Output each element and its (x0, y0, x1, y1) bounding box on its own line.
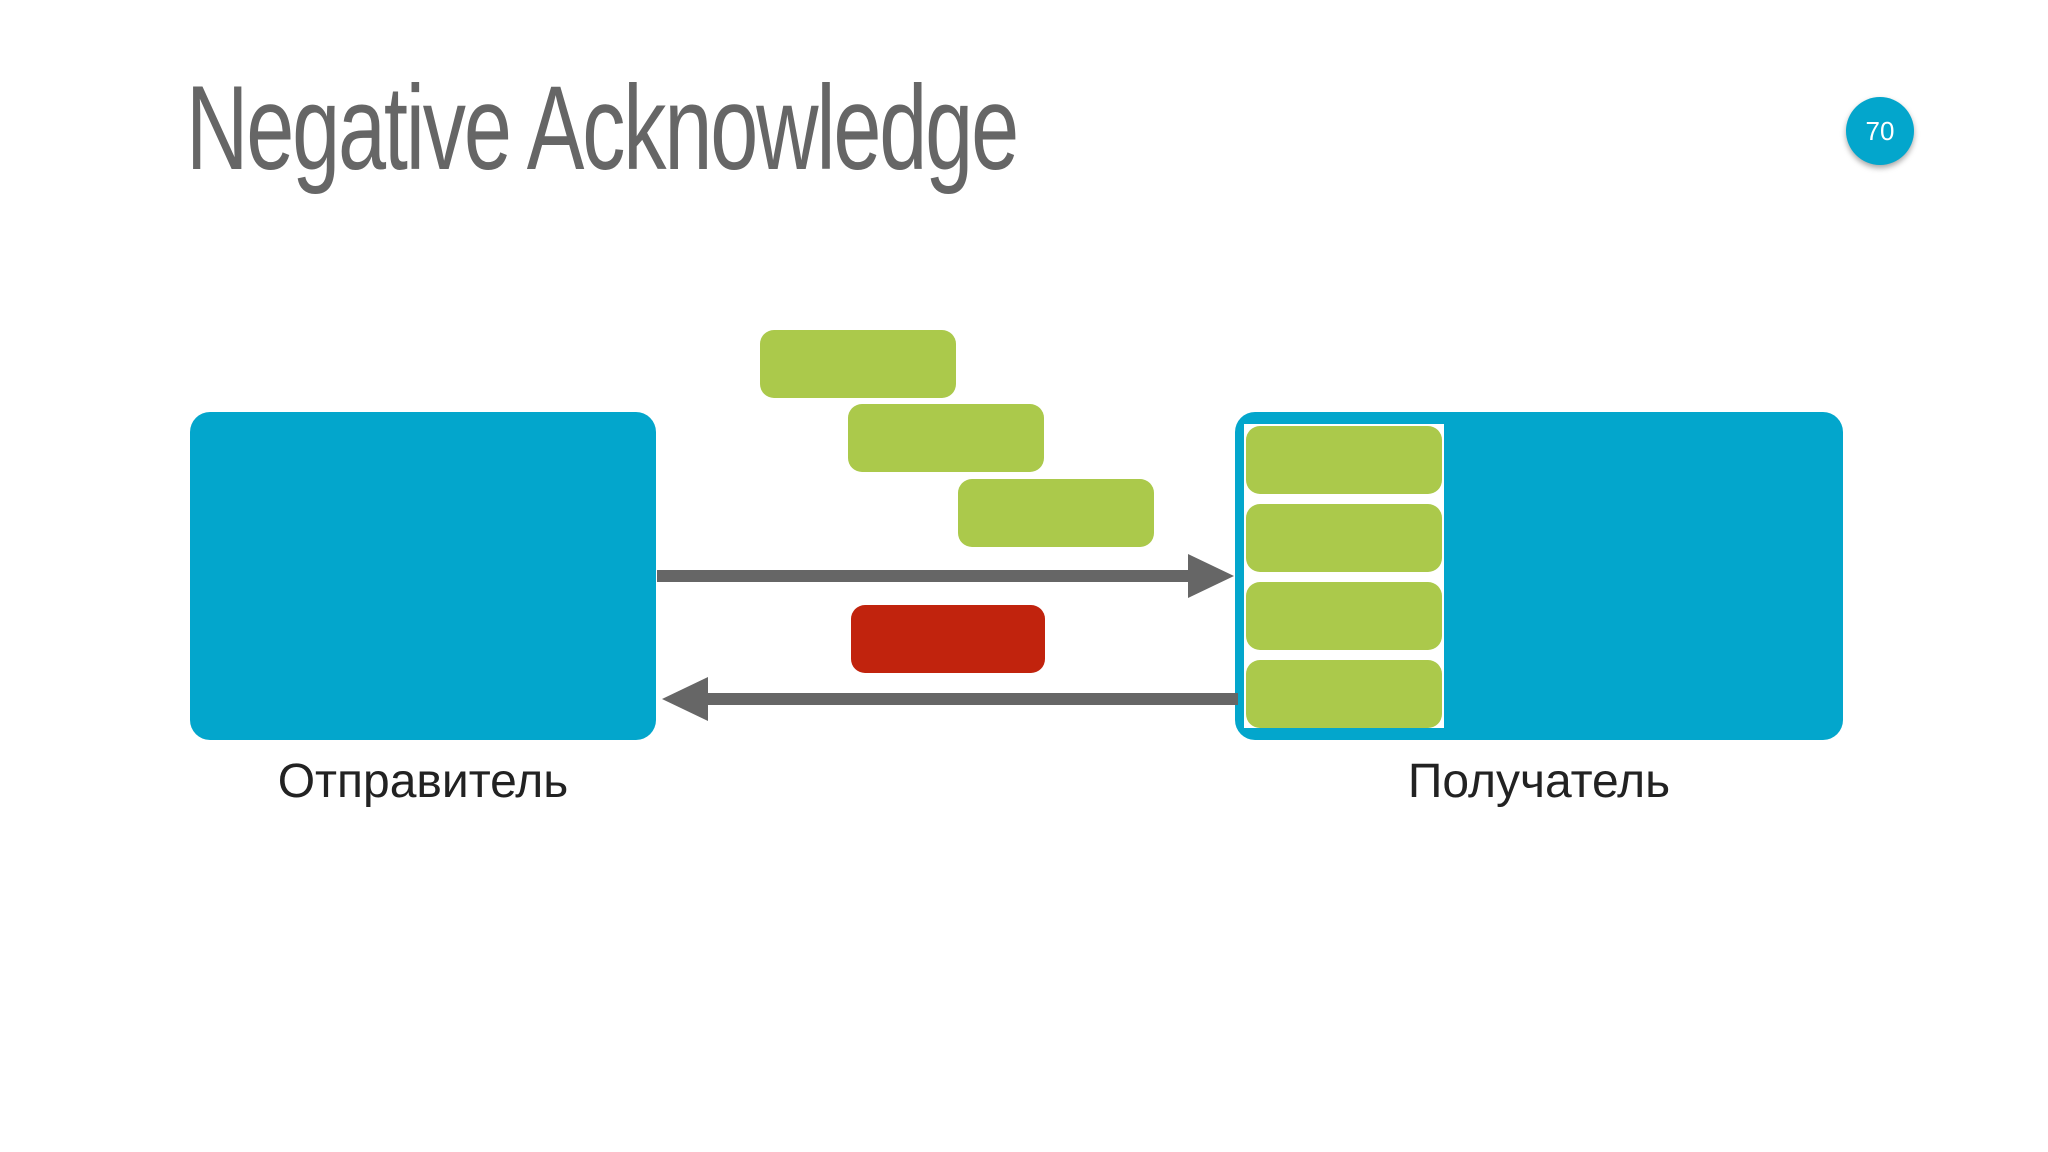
buffered-packet (1246, 426, 1442, 494)
sender-box (190, 412, 656, 740)
backward-arrow (662, 677, 1238, 721)
in-transit-packet (760, 330, 956, 398)
forward-arrow (657, 554, 1234, 598)
sender-label: Отправитель (277, 755, 569, 808)
in-transit-packet (958, 479, 1154, 547)
receiver-label: Получатель (1407, 755, 1671, 808)
buffered-packet (1246, 582, 1442, 650)
slide-title: Negative Acknowledge (186, 61, 1019, 195)
buffered-packet (1246, 504, 1442, 572)
nak-packet (851, 605, 1045, 673)
buffered-packet (1246, 660, 1442, 728)
in-transit-packet (848, 404, 1044, 472)
page-number-badge: 70 (1846, 97, 1914, 165)
